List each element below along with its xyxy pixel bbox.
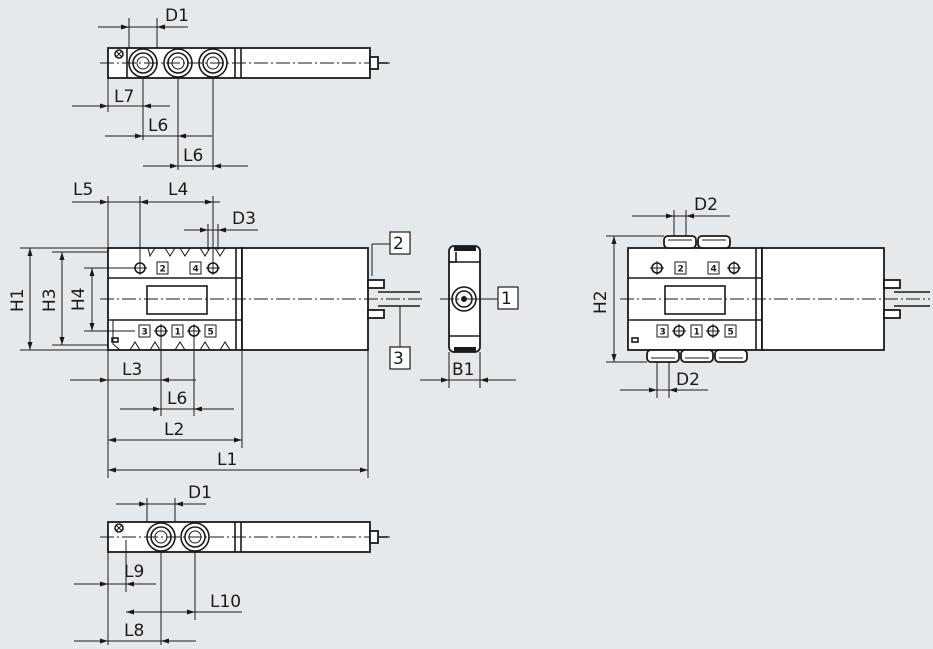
dim-label-h4: H4 [69, 287, 89, 311]
dim-label-h2: H2 [591, 290, 611, 314]
dim-label-l4: L4 [168, 180, 188, 200]
port-number-1: 1 [694, 328, 700, 338]
port-number-5: 5 [208, 328, 214, 338]
dim-label-d2: D2 [676, 370, 700, 390]
port-number-2: 2 [160, 265, 166, 275]
port-number-5: 5 [728, 328, 734, 338]
dim-label-l5: L5 [73, 180, 93, 200]
dim-label-b1: B1 [452, 360, 474, 380]
dim-label-d2: D2 [694, 195, 718, 215]
dim-label-h1: H1 [8, 288, 28, 312]
dim-label-l6: L6 [148, 116, 168, 136]
port-number-3: 3 [660, 328, 666, 338]
port-symbol [206, 261, 220, 275]
end-view: 1 B1 [420, 245, 519, 388]
port-symbol [154, 324, 168, 338]
port-number-4: 4 [193, 265, 199, 275]
top-view-three-ports: D1 L7 L6 L6 [72, 6, 390, 170]
dim-label-l8: L8 [124, 621, 144, 641]
dim-label-l2: L2 [164, 420, 184, 440]
dim-label-l7: L7 [114, 87, 134, 107]
port-number-4: 4 [711, 265, 717, 275]
dim-label-l3: L3 [122, 360, 142, 380]
top-view-two-ports: D1 L9 L10 L8 [74, 483, 390, 645]
dim-label-l1: L1 [217, 450, 237, 470]
port-symbol [727, 261, 741, 275]
port-symbol [650, 261, 664, 275]
dim-label-h3: H3 [40, 288, 60, 312]
callout-2: 2 [393, 234, 404, 254]
dim-label-l6: L6 [167, 389, 187, 409]
callout-1: 1 [501, 289, 512, 309]
dim-label-l10: L10 [210, 592, 241, 612]
dim-label-d3: D3 [232, 209, 256, 229]
dim-label-d1: D1 [165, 6, 189, 26]
front-view: 2 4 3 1 5 2 3 [8, 180, 424, 478]
port-number-2: 2 [678, 265, 684, 275]
port-number-1: 1 [175, 328, 181, 338]
right-view-with-fittings: 2 4 3 1 5 H2 D2 [591, 195, 930, 398]
dim-label-d1: D1 [188, 483, 212, 503]
port-symbol [672, 324, 686, 338]
port-symbol [187, 324, 201, 338]
dim-label-l6: L6 [183, 146, 203, 166]
dim-label-l9: L9 [124, 562, 144, 582]
port-symbol [706, 324, 720, 338]
callout-3: 3 [393, 349, 404, 369]
port-number-3: 3 [142, 328, 148, 338]
